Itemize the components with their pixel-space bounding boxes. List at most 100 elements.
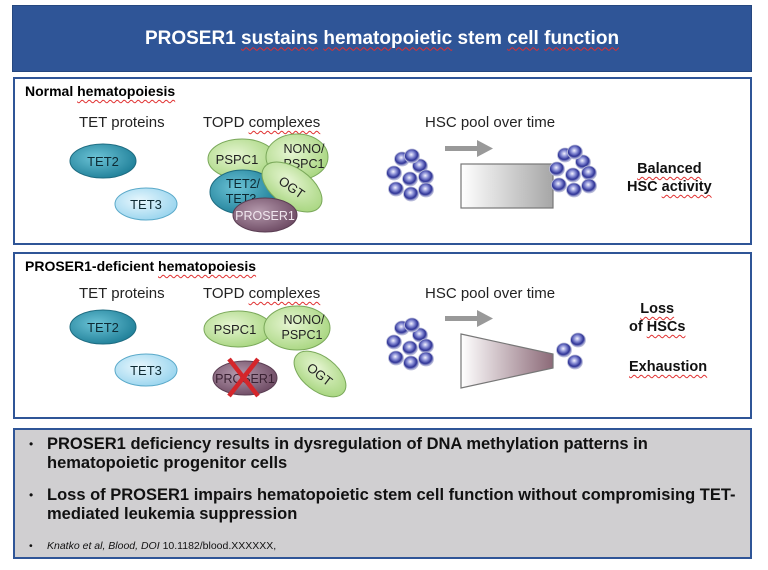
hsc-cell-icon: [581, 165, 597, 181]
outcome-loss: Loss of HSCs: [629, 300, 685, 336]
nono-label: NONO/: [284, 142, 326, 156]
ogt-protein: OGT: [293, 350, 347, 398]
hsc-cells-end: [556, 332, 586, 370]
title-word: hematopoietic: [323, 27, 453, 49]
hsc-cell-icon: [567, 354, 583, 370]
hsc-cell-icon: [565, 167, 581, 183]
outcome-exhaustion: Exhaustion: [629, 358, 707, 376]
pspc1-protein: PSPC1: [203, 310, 273, 348]
hsc-cell-icon: [404, 317, 420, 333]
outcome-line: of HSCs: [629, 318, 685, 336]
tet3-label: TET3: [130, 363, 162, 378]
outcome-word: HSCs: [646, 319, 686, 335]
hsc-pool-label: HSC pool over time: [425, 114, 556, 131]
outcome-word: HSC: [627, 179, 658, 195]
hsc-cells-start: [386, 148, 434, 202]
title-word: PROSER1: [144, 27, 236, 49]
hsc-cell-icon: [551, 177, 567, 193]
hsc-cell-icon: [556, 342, 572, 358]
hsc-cell-icon: [404, 148, 420, 164]
proser1-protein-deleted: PROSER1: [212, 357, 278, 398]
outcome-balanced: Balanced HSC activity: [627, 160, 712, 196]
tet-proteins-label: TET proteins: [79, 114, 165, 131]
deleted-x-icon: [227, 357, 260, 398]
hsc-pool-balanced-shape: [460, 163, 554, 209]
pspc1-label: PSPC1: [216, 152, 259, 167]
hsc-cell-icon: [418, 351, 434, 367]
bullet-icon: •: [29, 488, 34, 502]
hsc-cell-icon: [418, 169, 434, 185]
hsc-cell-icon: [403, 355, 419, 371]
title-word: stem: [457, 27, 502, 49]
title-word: function: [544, 27, 620, 49]
tet2-label: TET2/: [226, 177, 261, 191]
reference-text: Knatko et al, Blood, DOI 10.1182/blood.X…: [47, 540, 276, 552]
hsc-cell-icon: [388, 350, 404, 366]
outcome-line: HSC activity: [627, 178, 712, 196]
panel-title-word: hematopoiesis: [77, 83, 176, 99]
hsc-cell-icon: [549, 161, 565, 177]
hsc-cell-icon: [567, 144, 583, 160]
hsc-cell-icon: [403, 186, 419, 202]
tet3-protein: TET3: [114, 187, 178, 221]
tet-proteins-label: TET proteins: [79, 285, 165, 302]
panel-title: PROSER1-deficient hematopoiesis: [25, 258, 256, 274]
tet2-label: TET2: [87, 320, 119, 335]
topd-complexes-label: TOPD complexes: [203, 285, 320, 302]
hsc-cell-icon: [581, 178, 597, 194]
outcome-word: of: [629, 319, 643, 335]
proser1-label: PROSER1: [235, 209, 295, 223]
topd-complexes-label: TOPD complexes: [203, 114, 320, 131]
bullet-icon: •: [29, 437, 34, 451]
bullet-text: PROSER1 deficiency results in dysregulat…: [47, 435, 648, 472]
reference-authors: Knatko et al, Blood, DOI: [47, 540, 160, 552]
time-arrow-icon: [445, 310, 493, 327]
summary-box: • PROSER1 deficiency results in dysregul…: [13, 428, 752, 559]
hsc-cell-icon: [566, 182, 582, 198]
label-word: complexes: [248, 114, 321, 131]
outcome-word: activity: [661, 179, 712, 195]
deficient-diagram: TET2 TET3 PSPC1 NONO/ PSPC1 PROSER1 OGT: [69, 305, 586, 398]
hsc-cell-icon: [402, 171, 418, 187]
page-title: PROSER1 sustains hematopoietic stem cell…: [145, 28, 619, 50]
hsc-pool-label: HSC pool over time: [425, 285, 556, 302]
proser1-protein: PROSER1: [232, 197, 298, 233]
nono-pspc1-protein: NONO/ PSPC1: [263, 305, 331, 351]
hsc-cell-icon: [402, 340, 418, 356]
label-word: TOPD: [203, 114, 245, 131]
outcome-line: Balanced: [637, 161, 702, 177]
hsc-pool-shrinking-shape: [460, 333, 554, 389]
panel-title: Normal hematopoiesis: [25, 83, 175, 99]
outcome-line: Loss: [640, 301, 675, 317]
panel-title-word: hematopoiesis: [158, 258, 257, 274]
time-arrow-icon: [445, 140, 493, 157]
panel-title-word: Normal: [25, 83, 74, 99]
tet3-protein: TET3: [114, 353, 178, 387]
tet2-protein: TET2: [69, 309, 137, 345]
normal-hematopoiesis-panel: Normal hematopoiesis TET proteins TOPD c…: [13, 77, 752, 245]
pspc1-protein: PSPC1: [207, 138, 277, 180]
normal-diagram: TET2 TET3 PSPC1 NONO/ PSPC1 TET2/ TET3 O…: [69, 133, 597, 233]
hsc-cell-icon: [570, 332, 586, 348]
nono-label: NONO/: [284, 313, 326, 327]
proser1-deficient-panel: PROSER1-deficient hematopoiesis TET prot…: [13, 252, 752, 419]
hsc-cell-icon: [388, 181, 404, 197]
tet3-label: TET3: [130, 197, 162, 212]
reference-doi[interactable]: 10.1182/blood.XXXXXX,: [159, 540, 277, 552]
hsc-cell-icon: [386, 334, 402, 350]
tet2-protein: TET2: [69, 143, 137, 179]
bullet-icon: •: [29, 540, 33, 552]
tet2-label: TET2: [87, 154, 119, 169]
title-word: sustains: [241, 27, 319, 49]
hsc-cell-icon: [418, 182, 434, 198]
panel-title-word: PROSER1-deficient: [25, 258, 155, 274]
bullet-text: Loss of PROSER1 impairs hematopoietic st…: [47, 486, 736, 523]
title-word: cell: [507, 27, 539, 49]
pspc1-label: PSPC1: [214, 322, 257, 337]
title-banner: PROSER1 sustains hematopoietic stem cell…: [12, 5, 752, 72]
hsc-cell-icon: [386, 165, 402, 181]
hsc-cell-icon: [418, 338, 434, 354]
outcome-line: Exhaustion: [629, 359, 708, 375]
hsc-cells-start: [386, 317, 434, 371]
hsc-cells-end: [549, 144, 597, 198]
